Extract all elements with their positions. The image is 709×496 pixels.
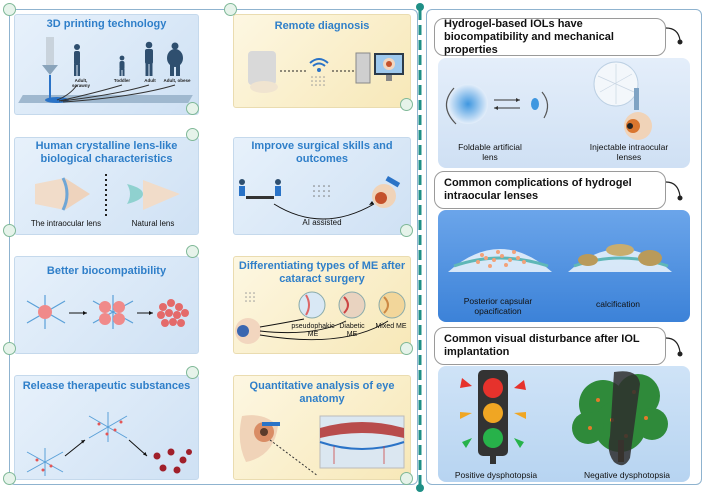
connector-node [3, 3, 16, 16]
panel-title: Human crystalline lens-like biological c… [35, 140, 178, 165]
negative-dysphotopsia-label: Negative dysphotopsia [583, 470, 670, 480]
pco-label: Posterior capsular opacification [463, 296, 533, 316]
cell-growth-illustration [26, 295, 189, 329]
section-panel-complications: Posterior capsular opacification calcifi… [438, 210, 690, 322]
panel-title: Quantitative analysis of eye anatomy [249, 380, 395, 405]
connector-node [186, 366, 199, 379]
connector-node [400, 224, 413, 237]
lens-label-right: Natural lens [131, 219, 175, 228]
panel-title: Remote diagnosis [274, 20, 370, 32]
panel-title: 3D printing technology [46, 18, 167, 30]
complications-illustration [448, 244, 672, 272]
eye-anatomy-illustration [239, 415, 405, 477]
me-type-1: pseudophakic ME [291, 323, 335, 338]
figure-label-1: Adult, scrawny [71, 78, 90, 88]
panel-biocompatibility: Better biocompatibility [14, 256, 199, 354]
panel-me-types: Differentiating types of ME after catara… [233, 256, 411, 354]
section-panel-dysphotopsia: Positive dysphotopsia Negative dysphotop… [438, 366, 690, 482]
connector-node [186, 245, 199, 258]
panel-title: Improve surgical skills and outcomes [251, 140, 393, 165]
panel-title: Release therapeutic substances [22, 380, 191, 392]
lens-label-left: The intraocular lens [30, 219, 102, 228]
positive-dysphotopsia-label: Positive dysphotopsia [454, 470, 538, 480]
right-frame [426, 9, 702, 485]
me-type-3: Mixed ME [375, 323, 407, 330]
surgical-training-illustration [239, 176, 401, 220]
figure-label-4: Adult, obese [163, 78, 191, 83]
section-title: Hydrogel-based IOLs have biocompatibilit… [444, 17, 614, 56]
connector-node [400, 342, 413, 355]
connector-node [3, 224, 16, 237]
remote-diagnosis-illustration [248, 51, 404, 93]
section-title: Common complications of hydrogel intraoc… [444, 177, 632, 202]
foldable-lens-label: Foldable artificial lens [458, 142, 522, 162]
calcification-label: calcification [596, 299, 640, 309]
panel-3d-printing: 3D printing technology Adult, scrawny To… [14, 14, 199, 115]
me-types-illustration [235, 291, 406, 344]
figure-label-3: Adult [144, 78, 156, 83]
connector-node [3, 472, 16, 485]
panel-surgical-skills: Improve surgical skills and outcomes AI … [233, 137, 411, 235]
section-header-visual-disturbance: Common visual disturbance after IOL impl… [434, 327, 666, 365]
panel-remote-diagnosis: Remote diagnosis [233, 14, 411, 108]
section-header-biocompatibility: Hydrogel-based IOLs have biocompatibilit… [434, 18, 666, 56]
printer-illustration [18, 37, 193, 103]
figure-label-2: Toddler [113, 78, 131, 83]
section-header-complications: Common complications of hydrogel intraoc… [434, 171, 666, 209]
connector-node [186, 128, 199, 141]
connector-node [224, 3, 237, 16]
panel-title: Better biocompatibility [46, 265, 167, 277]
injectable-lens-label: Injectable intraocular lenses [589, 142, 669, 162]
panel-release-substances: Release therapeutic substances [14, 375, 199, 480]
section-title: Common visual disturbance after IOL impl… [444, 333, 640, 358]
panel-title: Differentiating types of ME after catara… [238, 260, 406, 285]
connector-node [186, 102, 199, 115]
me-type-2: Diabetic ME [339, 323, 365, 338]
section-panel-iol-properties: Foldable artificial lens Injectable intr… [438, 58, 690, 168]
panel-eye-anatomy: Quantitative analysis of eye anatomy [233, 375, 411, 480]
left-frame [9, 9, 418, 485]
iol-illustration [445, 61, 652, 140]
connector-node [3, 342, 16, 355]
drug-release-illustration [26, 412, 192, 476]
dysphotopsia-illustration [460, 370, 668, 466]
connector-node [400, 98, 413, 111]
panel-lens-characteristics: Human crystalline lens-like biological c… [14, 137, 199, 235]
connector-node [400, 472, 413, 485]
lens-comparison-illustration [35, 174, 180, 218]
ai-assisted-label: AI assisted [302, 218, 342, 227]
